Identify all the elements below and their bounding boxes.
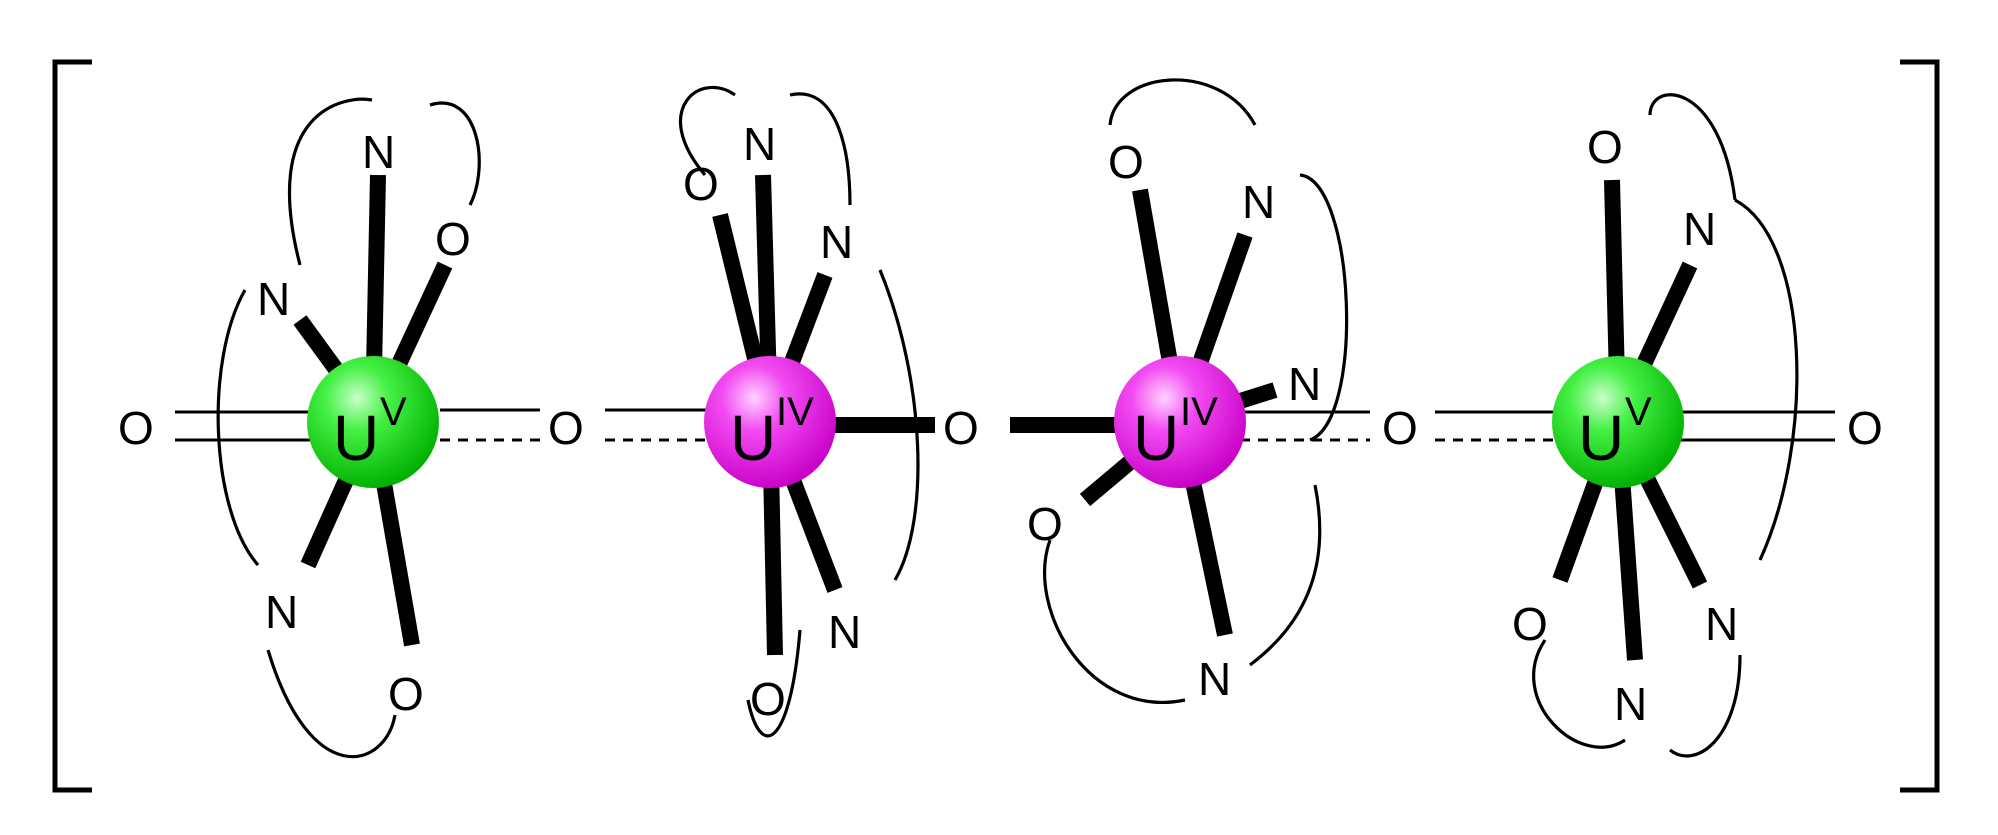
right-bracket xyxy=(1900,59,1940,793)
ligand-atom-label: N xyxy=(257,273,290,325)
ligand-atom-label: N xyxy=(828,606,861,658)
ligand-atom-label: O xyxy=(1587,121,1623,173)
chelate-arc xyxy=(216,289,260,567)
ligand-atom-label: N xyxy=(1614,678,1647,730)
ligand-atom-label: N xyxy=(265,586,298,638)
chelate-arc xyxy=(1299,173,1349,442)
chelate-arcs xyxy=(216,78,1799,759)
metal-symbol: U xyxy=(730,402,776,474)
uranium-v-sphere xyxy=(1552,356,1684,488)
chelate-arc xyxy=(1108,78,1257,126)
ligand-atom-label: N xyxy=(820,216,853,268)
ligand-atom-label: O xyxy=(683,158,719,210)
bridging-oxo-label: O xyxy=(548,402,584,454)
oxidation-state: IV xyxy=(776,390,814,434)
chelate-arc xyxy=(266,649,397,759)
ligand-atom-label: O xyxy=(435,213,471,265)
ligand-atom-label: N xyxy=(1705,598,1738,650)
chelate-arc xyxy=(1249,484,1322,667)
metal-symbol: U xyxy=(1578,402,1624,474)
metal-symbol: U xyxy=(1133,402,1179,474)
ligand-atom-label: O xyxy=(1108,136,1144,188)
chelate-arc xyxy=(1734,198,1799,561)
left-bracket xyxy=(52,59,92,793)
ligand-atom-label: N xyxy=(1242,176,1275,228)
bridging-oxo-label: O xyxy=(943,402,979,454)
oxidation-state: V xyxy=(380,390,407,434)
bridging-oxo-label: O xyxy=(1382,402,1418,454)
oxo-bonds xyxy=(175,408,1835,442)
terminal-oxo-label: O xyxy=(1847,402,1883,454)
ligand-atom-label: N xyxy=(743,118,776,170)
uranium-centers: U V U IV U IV U V xyxy=(307,356,1684,488)
ligand-atom-label: N xyxy=(1288,358,1321,410)
metal-symbol: U xyxy=(333,402,379,474)
chelate-arc xyxy=(1669,654,1742,758)
chelate-arc xyxy=(429,101,481,206)
chelate-arc xyxy=(746,629,802,738)
oxo-labels: O O O O O xyxy=(118,402,1883,454)
terminal-oxo-label: O xyxy=(118,402,154,454)
chelate-arc xyxy=(287,97,373,266)
ligand-bonds xyxy=(293,174,1708,661)
chelate-arc xyxy=(1043,539,1186,704)
ligand-atom-label: N xyxy=(1683,203,1716,255)
oxidation-state: IV xyxy=(1180,390,1218,434)
ligand-atom-label: N xyxy=(362,126,395,178)
ligand-atom-label: O xyxy=(1512,598,1548,650)
ligand-atom-label: O xyxy=(750,673,786,725)
oxidation-state: V xyxy=(1625,390,1652,434)
uranium-v-sphere xyxy=(307,356,439,488)
chelate-arc xyxy=(679,85,736,177)
ligand-atom-labels: N O N N O O N N O N O N N O N O N O N N xyxy=(257,118,1738,730)
chelate-arc xyxy=(789,92,852,206)
chelate-arc xyxy=(878,269,920,581)
uranium-iv-sphere xyxy=(704,356,836,488)
uranium-iv-sphere xyxy=(1114,356,1246,488)
chelate-arc xyxy=(1648,93,1737,201)
ligand-atom-label: O xyxy=(388,668,424,720)
ligand-atom-label: O xyxy=(1027,498,1063,550)
ligand-atom-label: N xyxy=(1198,653,1231,705)
chelate-arc xyxy=(1532,639,1626,749)
